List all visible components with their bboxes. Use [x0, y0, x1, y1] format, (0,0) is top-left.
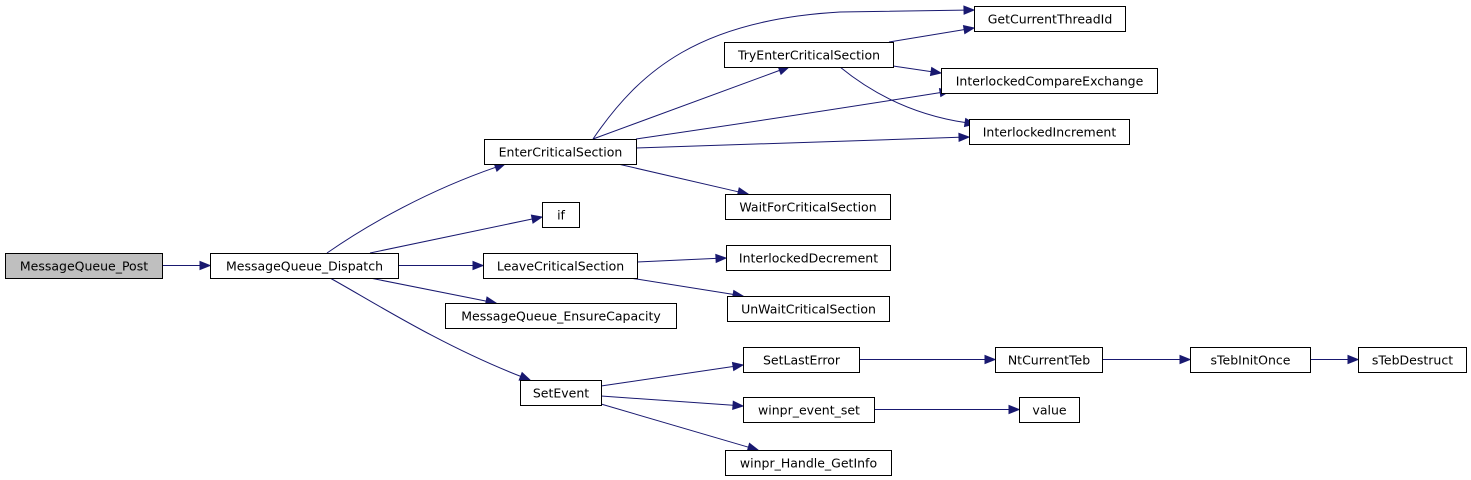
node-box[interactable] — [974, 6, 1126, 32]
node-dispatch[interactable]: MessageQueue_Dispatch — [210, 253, 399, 279]
node-label: SetEvent — [533, 386, 589, 401]
node-getthreadid[interactable]: GetCurrentThreadId — [974, 6, 1126, 32]
node-box[interactable] — [941, 68, 1158, 94]
node-box[interactable] — [483, 253, 638, 279]
node-box[interactable] — [520, 380, 602, 406]
arrowhead-setlasterror — [731, 361, 745, 372]
node-iincrement[interactable]: InterlockedIncrement — [969, 119, 1130, 145]
node-setevent[interactable]: SetEvent — [520, 380, 602, 406]
node-box[interactable] — [445, 303, 677, 329]
node-box[interactable] — [1190, 347, 1311, 373]
arrowhead-stebdestruct — [1347, 354, 1360, 365]
call-edges — [162, 5, 1360, 452]
edge-leave-to-idecrement — [636, 257, 717, 263]
edge-dispatch-to-if — [369, 218, 533, 254]
edge-setevent-to-setlasterror — [600, 366, 734, 387]
node-box[interactable] — [542, 202, 580, 228]
arrowhead-stebinit — [1179, 354, 1192, 365]
node-label: MessageQueue_Post — [20, 259, 148, 274]
arrowhead-icompare — [929, 66, 943, 77]
edge-dispatch-to-setevent — [329, 277, 521, 377]
edge-enter-to-icompare — [635, 92, 941, 140]
node-label: sTebDestruct — [1372, 353, 1453, 368]
node-eventset[interactable]: winpr_event_set — [743, 397, 875, 423]
node-label: LeaveCriticalSection — [497, 259, 624, 274]
edge-leave-to-unwait — [629, 277, 734, 295]
edge-tryenter-to-icompare — [892, 65, 932, 73]
node-ntcurrentteb[interactable]: NtCurrentTeb — [995, 347, 1103, 373]
node-post[interactable]: MessageQueue_Post — [5, 253, 163, 279]
node-box[interactable] — [725, 450, 892, 476]
node-box[interactable] — [210, 253, 399, 279]
edge-setevent-to-getinfo — [600, 403, 749, 448]
node-enter[interactable]: EnterCriticalSection — [484, 139, 637, 165]
call-nodes: MessageQueue_Post MessageQueue_Dispatch En… — [5, 6, 1467, 476]
node-label: value — [1032, 403, 1066, 418]
edge-enter-to-waitfor — [617, 163, 739, 193]
node-label: MessageQueue_EnsureCapacity — [461, 309, 661, 324]
node-label: UnWaitCriticalSection — [741, 302, 876, 317]
node-label: InterlockedCompareExchange — [956, 74, 1144, 89]
node-setlasterror[interactable]: SetLastError — [743, 347, 860, 373]
node-stebinit[interactable]: sTebInitOnce — [1190, 347, 1311, 373]
arrowhead-dispatch — [199, 260, 212, 271]
node-label: WaitForCriticalSection — [739, 200, 876, 215]
node-label: NtCurrentTeb — [1008, 353, 1090, 368]
node-box[interactable] — [725, 194, 891, 220]
node-label: winpr_event_set — [758, 403, 860, 418]
arrowhead-if — [530, 214, 544, 224]
node-box[interactable] — [743, 347, 860, 373]
edge-enter-to-tryenter — [592, 69, 780, 140]
node-box[interactable] — [5, 253, 163, 279]
arrowhead-getthreadid — [962, 25, 976, 35]
node-ensure[interactable]: MessageQueue_EnsureCapacity — [445, 303, 677, 329]
edge-dispatch-to-enter — [326, 166, 496, 254]
arrowhead-getthreadid — [963, 5, 976, 15]
node-getinfo[interactable]: winpr_Handle_GetInfo — [725, 450, 892, 476]
node-label: TryEnterCriticalSection — [737, 48, 880, 63]
node-box[interactable] — [726, 245, 891, 271]
node-label: MessageQueue_Dispatch — [226, 259, 383, 274]
arrowhead-eventset — [732, 400, 745, 411]
arrowhead-idecrement — [715, 253, 728, 264]
node-label: sTebInitOnce — [1211, 353, 1291, 368]
node-label: if — [557, 208, 565, 223]
node-label: InterlockedDecrement — [739, 251, 878, 266]
node-unwait[interactable]: UnWaitCriticalSection — [727, 296, 890, 322]
node-label: SetLastError — [763, 353, 841, 368]
node-waitfor[interactable]: WaitForCriticalSection — [725, 194, 891, 220]
arrowhead-ntcurrentteb — [984, 354, 997, 365]
edge-tryenter-to-iincrement — [839, 66, 966, 123]
edge-enter-to-getthreadid — [592, 9, 965, 140]
node-label: InterlockedIncrement — [983, 125, 1117, 140]
node-box[interactable] — [969, 119, 1130, 145]
node-value[interactable]: value — [1019, 397, 1080, 423]
arrowhead-setevent — [518, 371, 532, 381]
node-stebdestruct[interactable]: sTebDestruct — [1358, 347, 1467, 373]
node-box[interactable] — [743, 397, 875, 423]
node-box[interactable] — [1019, 397, 1080, 423]
edge-dispatch-to-ensure — [369, 277, 487, 302]
node-icompare[interactable]: InterlockedCompareExchange — [941, 68, 1158, 94]
node-label: winpr_Handle_GetInfo — [740, 456, 877, 471]
node-box[interactable] — [727, 296, 890, 322]
arrowhead-getinfo — [746, 442, 760, 452]
edge-enter-to-iincrement — [635, 136, 960, 149]
node-label: GetCurrentThreadId — [988, 12, 1113, 27]
node-box[interactable] — [995, 347, 1103, 373]
node-idecrement[interactable]: InterlockedDecrement — [726, 245, 891, 271]
arrowhead-iincrement — [958, 132, 971, 143]
node-box[interactable] — [724, 42, 894, 68]
edge-setevent-to-eventset — [600, 395, 734, 406]
edge-tryenter-to-getthreadid — [888, 29, 965, 43]
node-box[interactable] — [484, 139, 637, 165]
node-label: EnterCriticalSection — [499, 145, 623, 160]
node-tryenter[interactable]: TryEnterCriticalSection — [724, 42, 894, 68]
node-box[interactable] — [1358, 347, 1467, 373]
node-if[interactable]: if — [542, 202, 580, 228]
arrowhead-value — [1008, 404, 1021, 415]
arrowhead-leave — [472, 260, 485, 271]
node-leave[interactable]: LeaveCriticalSection — [483, 253, 638, 279]
